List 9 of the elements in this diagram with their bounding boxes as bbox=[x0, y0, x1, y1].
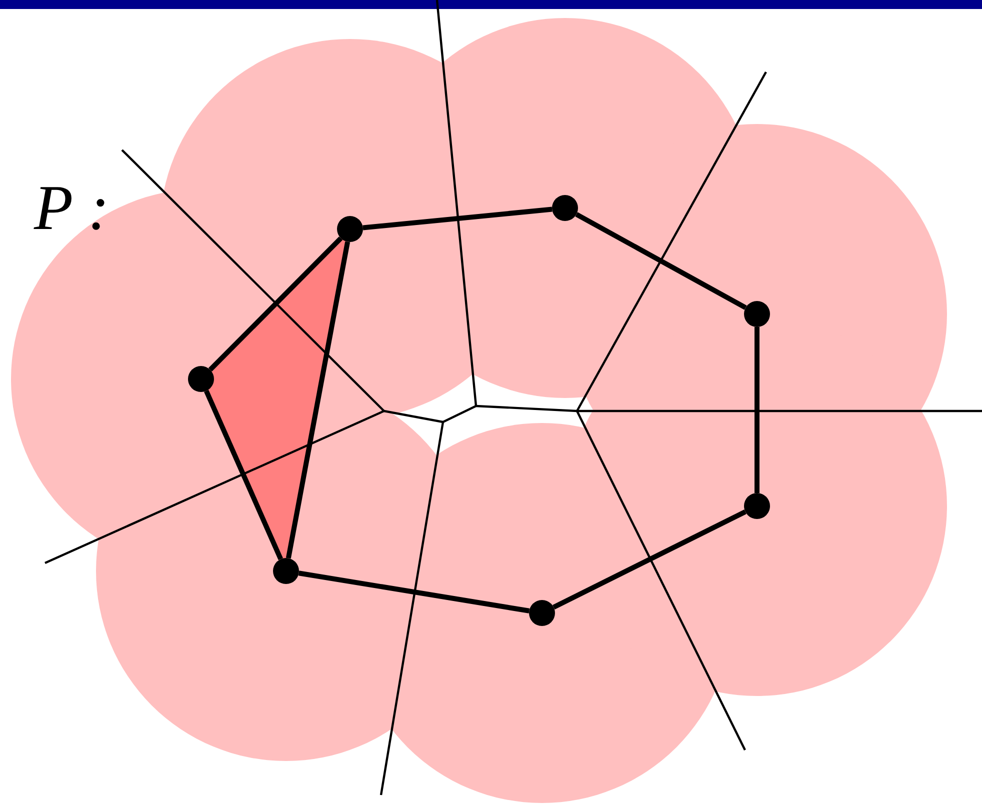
polygon-edge bbox=[208, 236, 343, 372]
polygon-edge bbox=[362, 206, 552, 230]
polygon-edge bbox=[754, 327, 760, 493]
polygon-edge bbox=[298, 570, 530, 614]
polygon-edge bbox=[552, 510, 746, 610]
polygon-edge bbox=[286, 241, 350, 559]
set-label: P : bbox=[34, 176, 110, 240]
polygon-edge bbox=[575, 212, 747, 310]
polygon-edge bbox=[204, 390, 284, 560]
